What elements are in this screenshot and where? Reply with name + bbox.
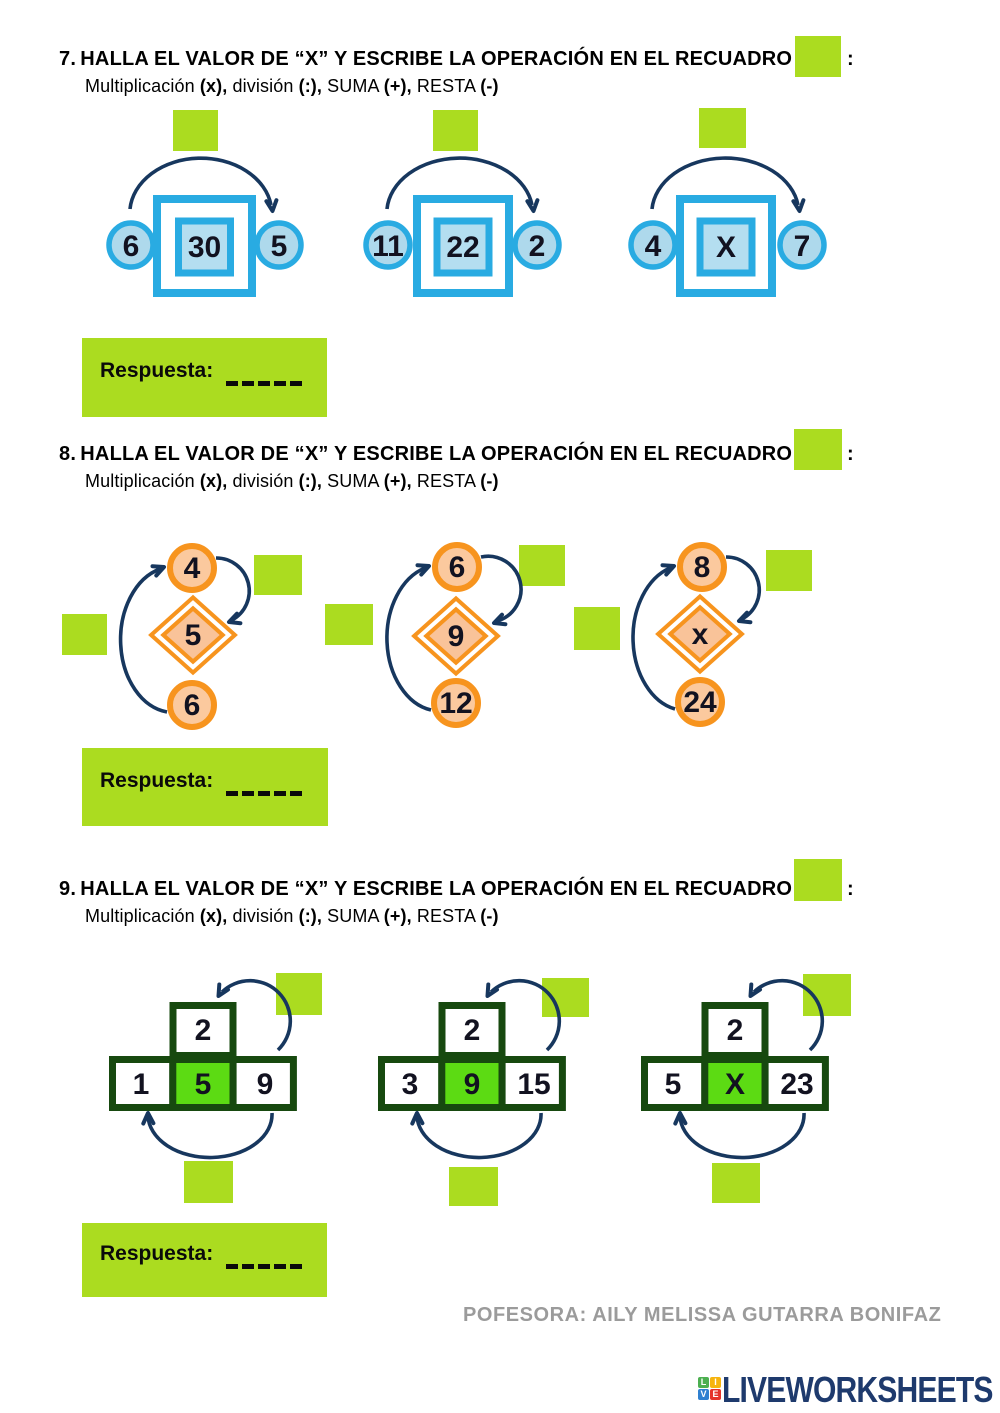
svg-text:24: 24 — [683, 686, 717, 719]
svg-text:11: 11 — [372, 230, 404, 263]
svg-text:15: 15 — [517, 1068, 550, 1101]
svg-text:3: 3 — [402, 1068, 419, 1101]
svg-text:X: X — [716, 231, 736, 264]
svg-text:6: 6 — [184, 689, 201, 722]
svg-text:23: 23 — [780, 1068, 813, 1101]
svg-text:2: 2 — [529, 230, 546, 263]
svg-text:12: 12 — [439, 687, 472, 720]
svg-text:7: 7 — [794, 230, 811, 263]
svg-text:x: x — [692, 618, 709, 651]
svg-text:2: 2 — [464, 1014, 481, 1047]
svg-text:1: 1 — [133, 1068, 150, 1101]
svg-text:4: 4 — [184, 552, 201, 585]
svg-text:22: 22 — [446, 231, 479, 264]
svg-text:8: 8 — [694, 551, 711, 584]
svg-text:5: 5 — [195, 1068, 212, 1101]
svg-text:30: 30 — [188, 231, 221, 264]
svg-text:9: 9 — [448, 620, 465, 653]
svg-text:2: 2 — [195, 1014, 212, 1047]
svg-text:4: 4 — [645, 230, 662, 263]
svg-text:6: 6 — [123, 230, 140, 263]
svg-text:9: 9 — [257, 1068, 274, 1101]
svg-text:6: 6 — [449, 551, 466, 584]
svg-text:9: 9 — [464, 1068, 481, 1101]
svg-text:X: X — [725, 1068, 745, 1101]
svg-text:5: 5 — [665, 1068, 682, 1101]
svg-text:2: 2 — [727, 1014, 744, 1047]
svg-text:5: 5 — [271, 230, 288, 263]
svg-text:5: 5 — [185, 619, 202, 652]
